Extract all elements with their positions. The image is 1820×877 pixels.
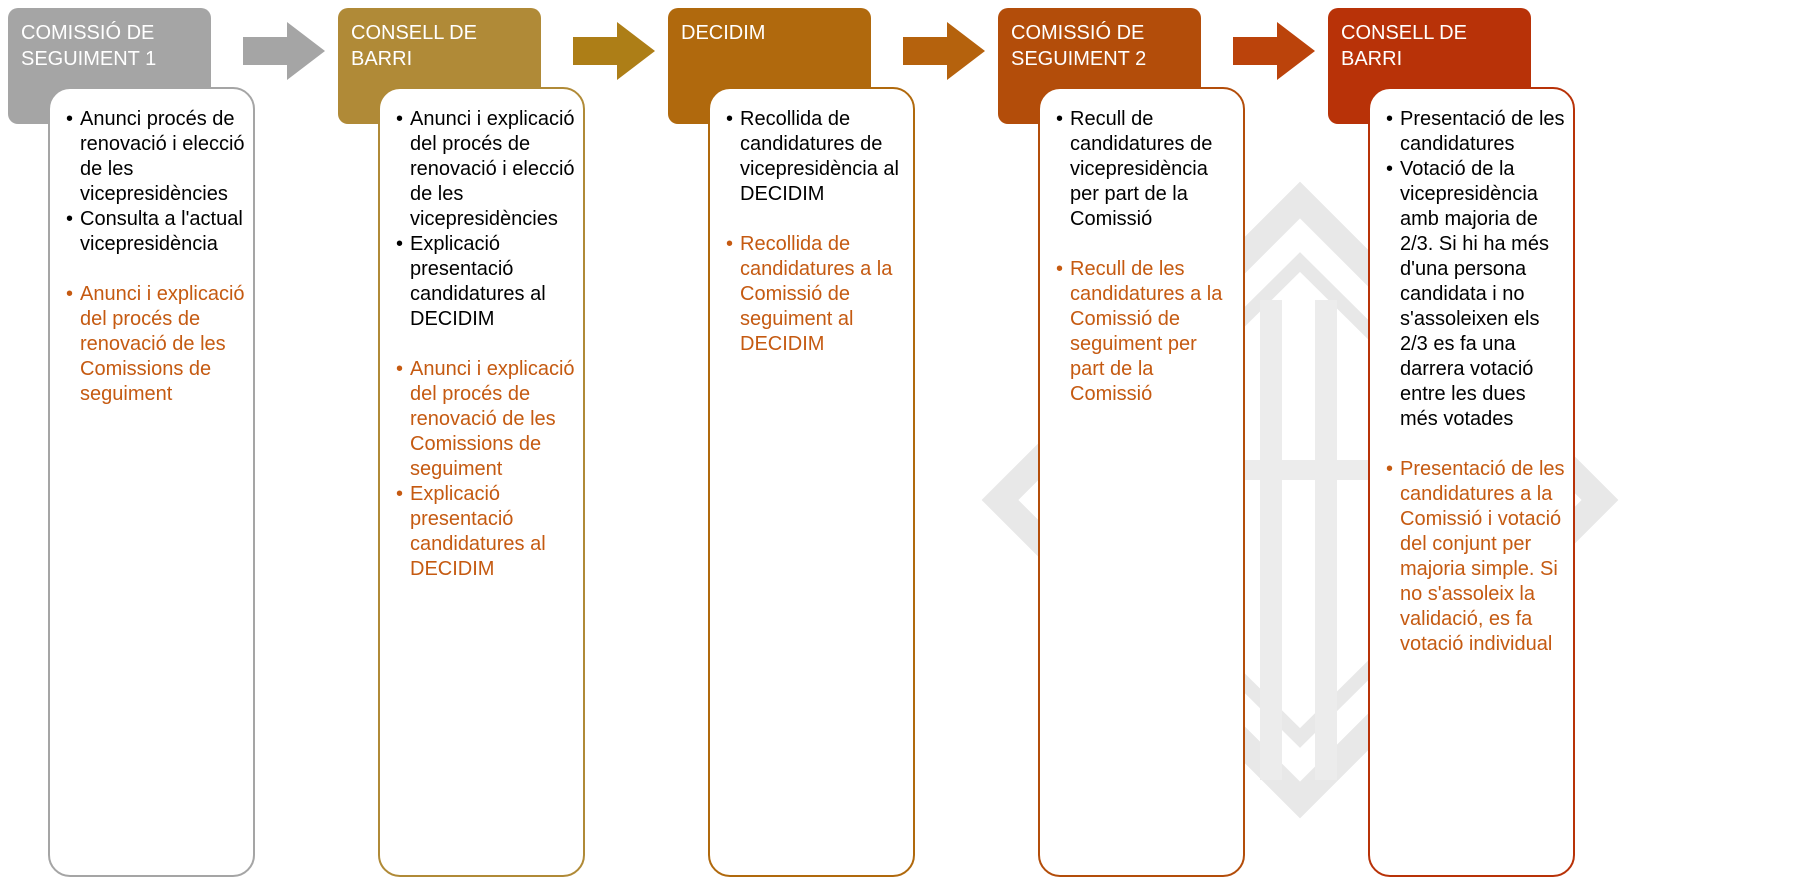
primary-item: Recull de candidatures de vicepresidènci… [1056,107,1235,232]
stage-column: COMISSIÓ DE SEGUIMENT 1Anunci procés de … [8,8,258,877]
primary-item: Presentació de les candidatures [1386,107,1565,157]
stage-card: Recull de candidatures de vicepresidènci… [1038,87,1245,877]
flow-arrow-icon [573,22,655,80]
stage-column: COMISSIÓ DE SEGUIMENT 2 Recull de candid… [998,8,1248,877]
stage-card: Anunci i explicació del procés de renova… [378,87,585,877]
primary-item: Explicació presentació candidatures al D… [396,232,575,332]
flow-arrow-icon [903,22,985,80]
flow-arrow-icon [243,22,325,80]
primary-list: Anunci procés de renovació i elecció de … [66,107,245,257]
secondary-list: Recull de les candidatures a la Comissió… [1056,257,1235,407]
primary-list: Recull de candidatures de vicepresidènci… [1056,107,1235,232]
secondary-list: Presentació de les candidatures a la Com… [1386,457,1565,657]
primary-list: Presentació de les candidaturesVotació d… [1386,107,1565,432]
secondary-list: Recollida de candidatures a la Comissió … [726,232,905,357]
primary-item: Votació de la vicepresidència amb majori… [1386,157,1565,432]
secondary-item: Anunci i explicació del procés de renova… [66,282,245,407]
stage-column: CONSELL DE BARRIAnunci i explicació del … [338,8,588,877]
secondary-item: Presentació de les candidatures a la Com… [1386,457,1565,657]
secondary-item: Recull de les candidatures a la Comissió… [1056,257,1235,407]
secondary-item: Explicació presentació candidatures al D… [396,482,575,582]
primary-item: Anunci i explicació del procés de renova… [396,107,575,232]
stage-column: CONSELL DE BARRIPresentació de les candi… [1328,8,1578,877]
secondary-list: Anunci i explicació del procés de renova… [66,282,245,407]
stage-card: Anunci procés de renovació i elecció de … [48,87,255,877]
secondary-list: Anunci i explicació del procés de renova… [396,357,575,582]
stage-column: DECIDIMRecollida de candidatures de vice… [668,8,918,877]
flow-arrow-icon [1233,22,1315,80]
stage-card: Recollida de candidatures de vicepresidè… [708,87,915,877]
primary-item: Anunci procés de renovació i elecció de … [66,107,245,207]
primary-item: Consulta a l'actual vicepresidència [66,207,245,257]
stage-card: Presentació de les candidaturesVotació d… [1368,87,1575,877]
secondary-item: Anunci i explicació del procés de renova… [396,357,575,482]
primary-item: Recollida de candidatures de vicepresidè… [726,107,905,207]
primary-list: Recollida de candidatures de vicepresidè… [726,107,905,207]
primary-list: Anunci i explicació del procés de renova… [396,107,575,332]
secondary-item: Recollida de candidatures a la Comissió … [726,232,905,357]
